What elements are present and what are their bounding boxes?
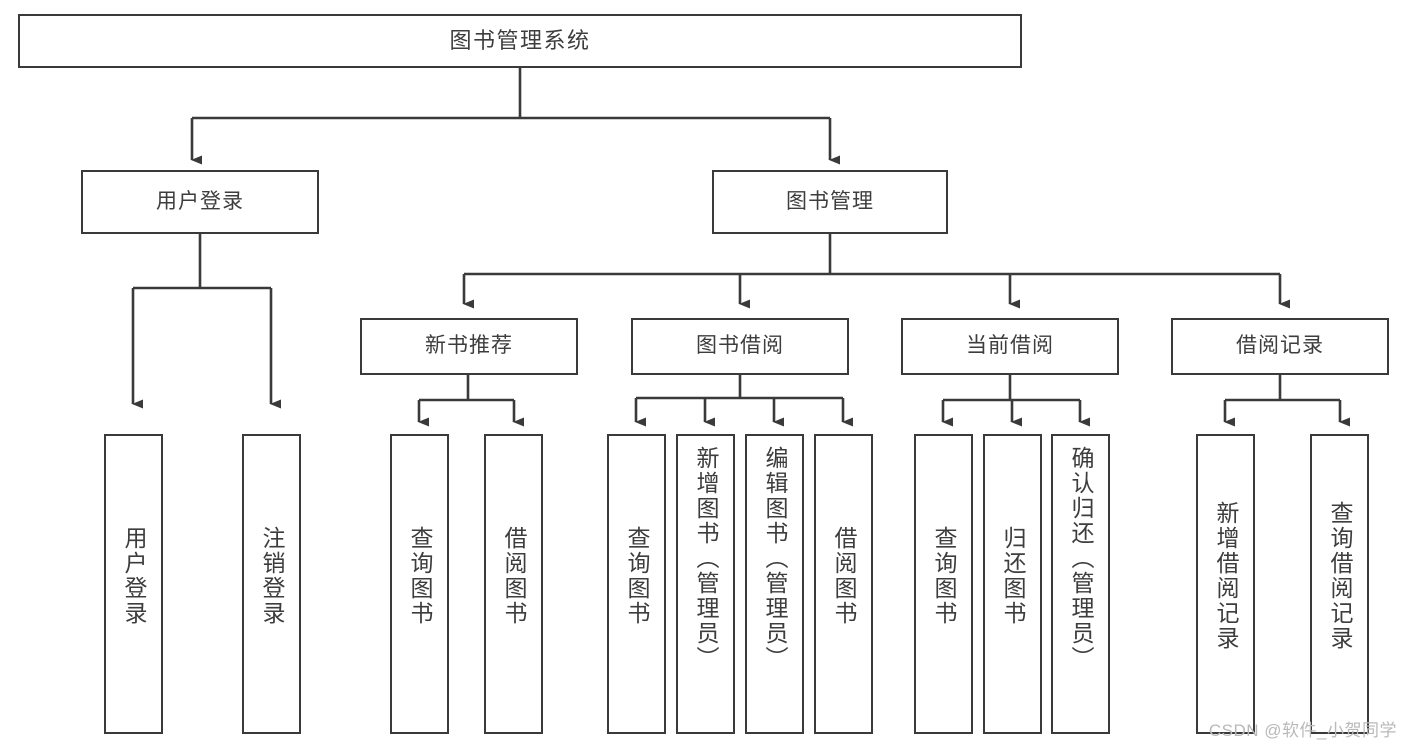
node-user-login[interactable]: 用户登录 <box>81 170 319 234</box>
node-label: 归还图书 <box>1000 526 1026 626</box>
leaf-query-books-current[interactable]: 查询图书 <box>914 434 973 734</box>
node-label: 借阅图书 <box>501 526 527 626</box>
node-label: 借阅图书 <box>831 526 857 626</box>
node-borrow-records[interactable]: 借阅记录 <box>1171 318 1389 375</box>
leaf-query-books-borrow[interactable]: 查询图书 <box>607 434 666 734</box>
csdn-watermark: CSDN @软件_小贺同学 <box>1208 721 1397 740</box>
node-label: 注销登录 <box>259 526 285 626</box>
leaf-user-login[interactable]: 用户登录 <box>104 434 163 734</box>
node-book-borrow[interactable]: 图书借阅 <box>631 318 849 375</box>
node-label: 借阅记录 <box>1236 334 1324 358</box>
node-root-book-management-system[interactable]: 图书管理系统 <box>18 14 1022 68</box>
node-label: 用户登录 <box>156 189 244 213</box>
leaf-borrow-books-borrow[interactable]: 借阅图书 <box>814 434 873 734</box>
node-label: 确认归还（管理员） <box>1068 446 1094 671</box>
node-label: 新增借阅记录 <box>1213 501 1239 651</box>
node-book-management[interactable]: 图书管理 <box>712 170 948 234</box>
leaf-confirm-return-admin[interactable]: 确认归还（管理员） <box>1051 434 1110 734</box>
node-label: 查询图书 <box>407 526 433 626</box>
leaf-edit-book-admin[interactable]: 编辑图书（管理员） <box>745 434 804 734</box>
leaf-add-borrow-record[interactable]: 新增借阅记录 <box>1196 434 1255 734</box>
node-label: 新增图书（管理员） <box>693 446 719 671</box>
node-label: 图书管理 <box>786 189 874 213</box>
node-label: 用户登录 <box>121 526 147 626</box>
leaf-logout[interactable]: 注销登录 <box>242 434 301 734</box>
node-label: 当前借阅 <box>966 334 1054 358</box>
node-label: 查询图书 <box>624 526 650 626</box>
node-current-borrow[interactable]: 当前借阅 <box>901 318 1119 375</box>
node-label: 查询借阅记录 <box>1327 501 1353 651</box>
node-label: 图书借阅 <box>696 334 784 358</box>
node-label: 新书推荐 <box>425 334 513 358</box>
leaf-borrow-books-newbooks[interactable]: 借阅图书 <box>484 434 543 734</box>
leaf-query-books-newbooks[interactable]: 查询图书 <box>390 434 449 734</box>
node-label: 图书管理系统 <box>449 28 591 54</box>
leaf-return-books[interactable]: 归还图书 <box>983 434 1042 734</box>
leaf-query-borrow-record[interactable]: 查询借阅记录 <box>1310 434 1369 734</box>
node-label: 编辑图书（管理员） <box>762 446 788 671</box>
leaf-add-book-admin[interactable]: 新增图书（管理员） <box>676 434 735 734</box>
node-label: 查询图书 <box>931 526 957 626</box>
node-new-book-recommend[interactable]: 新书推荐 <box>360 318 578 375</box>
